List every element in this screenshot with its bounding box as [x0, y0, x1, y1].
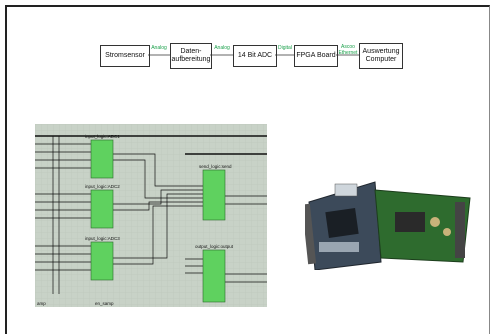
schem-title-adc1: input_logic:ADC1 [85, 134, 120, 139]
schematic-screenshot: input_logic:ADC1 input_logic:ADC2 input_… [35, 124, 267, 307]
block-adc: 14 Bit ADC [233, 45, 277, 67]
schematic-drawing: input_logic:ADC1 input_logic:ADC2 input_… [35, 124, 267, 307]
schem-title-adc2: input_logic:ADC2 [85, 184, 120, 189]
schem-title-send: send_logic:send [199, 164, 232, 169]
block-stromsensor: Stromsensor [100, 45, 150, 67]
slide: Stromsensor Daten- aufbereitung 14 Bit A… [5, 5, 490, 334]
link-label-digital: Digital [278, 45, 292, 51]
block-fpga-board: FPGA Board [294, 45, 338, 67]
link-label-analog-1: Analog [151, 45, 167, 51]
schem-title-output: output_logic:output [195, 244, 234, 249]
fpga-board-photo [305, 181, 471, 270]
schem-label-amp: amp [37, 301, 46, 306]
block-datenaufbereitung: Daten- aufbereitung [170, 43, 212, 69]
schem-title-adc3: input_logic:ADC3 [85, 236, 120, 241]
diagram-connectors [148, 54, 359, 56]
schem-label-en-samp: en_samp [95, 301, 114, 306]
schematic-blocks [90, 139, 226, 303]
link-label-analog-2: Analog [214, 45, 230, 51]
block-auswertung-computer: Auswertung Computer [359, 43, 403, 69]
link-label-ethernet: Ascoo Ethernet [338, 44, 358, 56]
